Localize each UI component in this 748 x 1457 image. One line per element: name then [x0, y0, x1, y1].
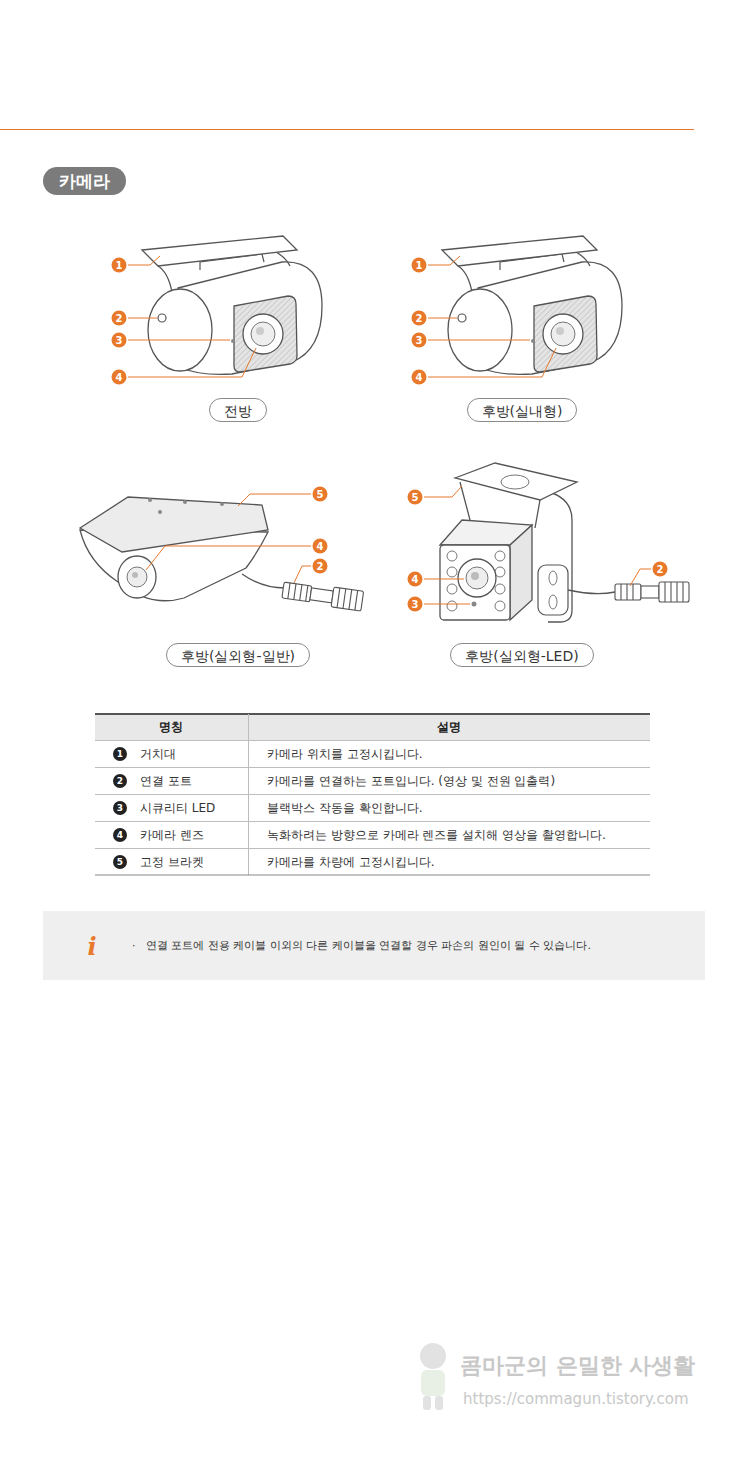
row-number: 5 [113, 855, 127, 869]
table-header: 설명 [437, 719, 461, 736]
callout-number: 2 [653, 562, 668, 577]
callout-number: 1 [112, 258, 127, 273]
watermark: 콤마군의 은밀한 사생활 [460, 1351, 695, 1381]
note-panel: 연결 포트에 전용 케이블 이외의 다른 케이블을 연결할 경우 파손의 원인이… [43, 911, 705, 980]
caption-pill: 전방 [209, 398, 267, 422]
node-text: 후방(실외형-LED) [465, 648, 578, 664]
section-title: 카메라 [43, 167, 126, 195]
row-number: 4 [113, 828, 127, 842]
watermark-url: https://commagun.tistory.com [463, 1390, 689, 1408]
callout-number: 3 [112, 333, 127, 348]
part-description: 카메라 위치를 고정시킵니다. [267, 746, 422, 763]
callout-number: 2 [412, 311, 427, 326]
row-number: 1 [113, 747, 127, 761]
part-name: 거치대 [140, 746, 176, 763]
row-number: 2 [113, 774, 127, 788]
node-text: 후방(실외형-일반) [181, 648, 295, 664]
part-description: 카메라를 연결하는 포트입니다. (영상 및 전원 입출력) [267, 773, 555, 790]
callout-number: 1 [412, 258, 427, 273]
table-header: 명칭 [159, 719, 183, 736]
node-text: 전방 [224, 403, 252, 419]
callout-number: 4 [313, 539, 328, 554]
part-name: 연결 포트 [140, 773, 192, 790]
part-name: 시큐리티 LED [140, 800, 215, 817]
callout-number: 2 [112, 311, 127, 326]
node-text: 연결 포트에 전용 케이블 이외의 다른 케이블을 연결할 경우 파손의 원인이… [146, 938, 591, 953]
callout-number: 4 [412, 370, 427, 385]
part-description: 블랙박스 작동을 확인합니다. [267, 800, 422, 817]
node-text: 후방(실내형) [482, 403, 563, 419]
caption-pill: 후방(실내형) [467, 398, 578, 422]
callout-number: 2 [313, 559, 328, 574]
info-icon: i [87, 932, 96, 961]
callout-number: 4 [408, 572, 423, 587]
callout-number: 5 [408, 490, 423, 505]
bullet: · [132, 939, 136, 952]
part-description: 녹화하려는 방향으로 카메라 렌즈를 설치해 영상을 촬영합니다. [267, 827, 606, 844]
callout-number: 3 [412, 333, 427, 348]
part-name: 카메라 렌즈 [140, 827, 204, 844]
part-name: 고정 브라켓 [140, 854, 204, 871]
callout-number: 3 [408, 597, 423, 612]
caption-pill: 후방(실외형-일반) [166, 643, 310, 667]
part-description: 카메라를 차량에 고정시킵니다. [267, 854, 434, 871]
row-number: 3 [113, 801, 127, 815]
callout-number: 4 [112, 370, 127, 385]
callout-number: 5 [313, 487, 328, 502]
caption-pill: 후방(실외형-LED) [450, 643, 593, 667]
